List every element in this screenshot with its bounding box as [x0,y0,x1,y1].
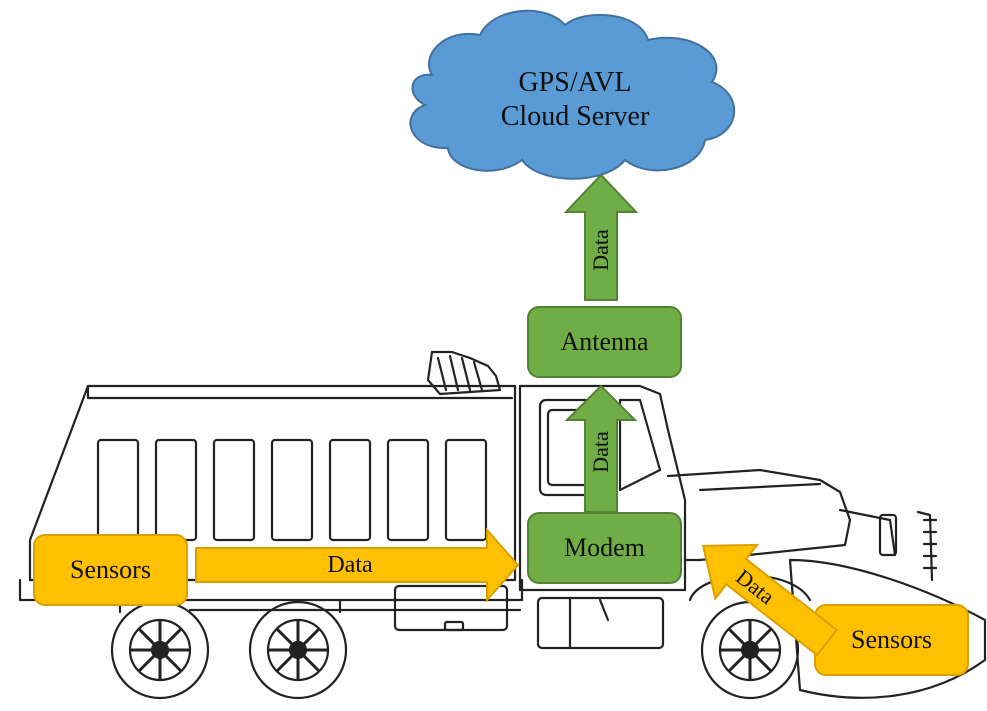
cab-shield [426,350,502,396]
cloud-label-line2: Cloud Server [500,101,650,132]
data-arrow-rear-to-modem-label: Data [327,551,373,578]
cloud-label: GPS/AVL Cloud Server [440,50,710,150]
sensors-front-label: Sensors [851,625,932,654]
modem-box [527,512,682,584]
truck-cab [518,384,687,592]
rear-wheel-2 [248,600,348,700]
plow-blade [788,558,987,699]
sensors-rear-label: Sensors [70,555,151,584]
antenna-box [527,306,682,378]
antenna-label: Antenna [560,327,649,356]
sensors-rear-box [33,534,188,606]
modem-label: Modem [564,533,645,562]
sensors-front-box [814,604,969,676]
cloud-label-line1: GPS/AVL [518,67,632,98]
